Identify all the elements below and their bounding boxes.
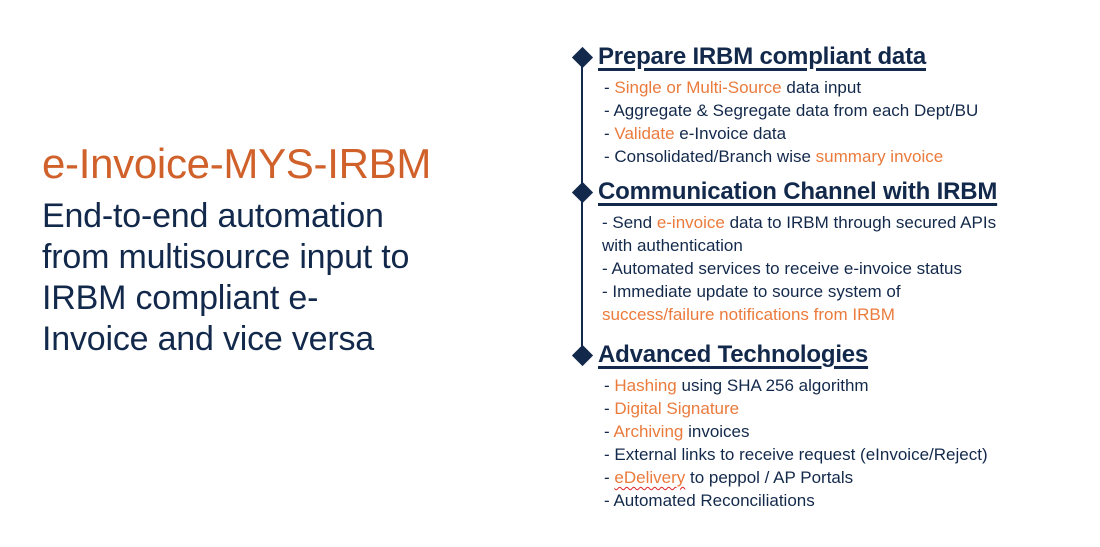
item-text: with authentication bbox=[602, 236, 743, 255]
highlighted-text: Validate bbox=[614, 124, 675, 143]
feature-item: - Send e-invoice data to IRBM through se… bbox=[602, 211, 1098, 234]
tagline-line: from multisource input to bbox=[42, 238, 410, 276]
feature-item: - Automated services to receive e-invoic… bbox=[602, 257, 1098, 280]
feature-item: - Immediate update to source system of bbox=[602, 280, 1098, 303]
section-communication-channel: Communication Channel with IRBM - Send e… bbox=[598, 177, 1098, 326]
tagline-line: IRBM compliant e- bbox=[42, 279, 319, 317]
feature-list: - Single or Multi-Source data input - Agg… bbox=[604, 76, 1098, 168]
intro-block: e-Invoice-MYS-IRBM End-to-end automation… bbox=[42, 140, 542, 360]
diamond-bullet-icon bbox=[571, 181, 594, 204]
item-text: e-Invoice data bbox=[674, 124, 787, 143]
product-tagline: End-to-end automation from multisource i… bbox=[42, 196, 542, 360]
highlighted-text: e-invoice bbox=[656, 213, 725, 232]
highlighted-text: summary invoice bbox=[815, 147, 944, 166]
item-text: - bbox=[604, 78, 615, 97]
feature-item: - Hashing using SHA 256 algorithm bbox=[604, 374, 1098, 397]
diamond-bullet-icon bbox=[571, 46, 594, 69]
feature-item: - Digital Signature bbox=[604, 397, 1098, 420]
item-text: - Automated Reconciliations bbox=[604, 491, 815, 510]
section-heading: Advanced Technologies bbox=[598, 341, 869, 368]
item-text: using SHA 256 algorithm bbox=[676, 376, 869, 395]
timeline-connector bbox=[581, 62, 583, 354]
highlighted-text: Single or Multi-Source bbox=[614, 78, 782, 97]
section-heading: Communication Channel with IRBM bbox=[598, 178, 998, 205]
feature-item: success/failure notifications from IRBM bbox=[602, 303, 1098, 326]
tagline-line: Invoice and vice versa bbox=[42, 320, 374, 358]
item-text: - bbox=[604, 124, 615, 143]
tagline-line: End-to-end automation bbox=[42, 197, 384, 235]
feature-item: - eDelivery to peppol / AP Portals bbox=[604, 466, 1098, 489]
feature-item: - Validate e-Invoice data bbox=[604, 122, 1098, 145]
product-title: e-Invoice-MYS-IRBM bbox=[42, 140, 432, 187]
item-text: - bbox=[604, 399, 615, 418]
feature-item: - Automated Reconciliations bbox=[604, 489, 1098, 512]
item-text: invoices bbox=[683, 422, 750, 441]
item-text: data input bbox=[781, 78, 862, 97]
highlighted-text: success/failure notifications from IRBM bbox=[602, 305, 895, 324]
diamond-bullet-icon bbox=[571, 344, 594, 367]
feature-item: - Aggregate & Segregate data from each D… bbox=[604, 99, 1098, 122]
section-heading: Prepare IRBM compliant data bbox=[598, 43, 927, 70]
feature-item: - External links to receive request (eIn… bbox=[604, 443, 1098, 466]
item-text: - bbox=[604, 422, 614, 441]
item-text: - Consolidated/Branch wise bbox=[604, 147, 816, 166]
highlighted-text: eDelivery bbox=[614, 468, 686, 487]
section-advanced-technologies: Advanced Technologies - Hashing using SH… bbox=[598, 340, 1098, 512]
item-text: - External links to receive request (eIn… bbox=[604, 445, 988, 464]
feature-item: - Archiving invoices bbox=[604, 420, 1098, 443]
item-text: - bbox=[604, 376, 615, 395]
item-text: - Immediate update to source system of bbox=[602, 282, 901, 301]
feature-list: - Hashing using SHA 256 algorithm- Digit… bbox=[604, 374, 1098, 512]
highlighted-text: Digital Signature bbox=[614, 399, 740, 418]
item-text: - Aggregate & Segregate data from each D… bbox=[604, 101, 979, 120]
feature-item: with authentication bbox=[602, 234, 1098, 257]
highlighted-text: Archiving bbox=[613, 422, 684, 441]
highlighted-text: Hashing bbox=[614, 376, 677, 395]
item-text: to peppol / AP Portals bbox=[685, 468, 854, 487]
feature-item: - Consolidated/Branch wise summary invoi… bbox=[604, 145, 1098, 168]
section-prepare-data: Prepare IRBM compliant data - Single or … bbox=[598, 42, 1098, 168]
feature-list: - Send e-invoice data to IRBM through se… bbox=[602, 211, 1098, 326]
item-text: - Automated services to receive e-invoic… bbox=[602, 259, 962, 278]
item-text: - bbox=[604, 468, 615, 487]
item-text: - Send bbox=[602, 213, 657, 232]
item-text: data to IRBM through secured APIs bbox=[724, 213, 997, 232]
feature-item: - Single or Multi-Source data input bbox=[604, 76, 1098, 99]
